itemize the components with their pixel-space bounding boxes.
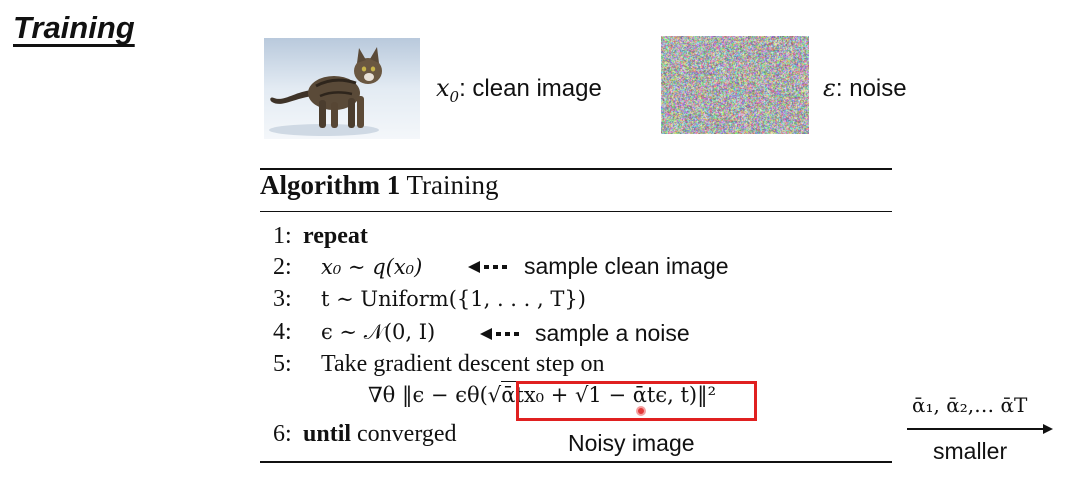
noise-image: [661, 36, 809, 134]
algorithm-line-3: 3: t ∼ Uniform({1, . . . , T}): [273, 286, 586, 312]
noisy-image-label: Noisy image: [568, 430, 695, 456]
noisy-image-highlight-box: [516, 381, 757, 421]
clean-image-caption: x0: clean image: [436, 74, 602, 106]
arrow-smaller: [907, 424, 1053, 434]
pointer-dot: [636, 406, 646, 416]
algorithm-title: Algorithm 1 Training: [260, 170, 499, 200]
annotation-sample-clean: sample clean image: [524, 253, 729, 279]
algorithm-line-2: 2: x₀ ∼ q(x₀): [273, 254, 423, 280]
page-title: Training: [13, 10, 135, 45]
algorithm-line-1: 1:repeat: [273, 223, 368, 249]
algorithm-top-rule: [260, 168, 892, 170]
noise-caption: ε: noise: [823, 74, 907, 102]
algorithm-line-4: 4: ϵ ∼ 𝒩(0, I): [273, 319, 436, 345]
alpha-sequence: ᾱ₁, ᾱ₂,… ᾱT: [912, 393, 1028, 417]
algorithm-line-5: 5: Take gradient descent step on: [273, 351, 605, 377]
smaller-label: smaller: [933, 438, 1008, 464]
cat-photo: [264, 38, 420, 139]
algorithm-bottom-rule: [260, 461, 892, 463]
algorithm-mid-rule: [260, 211, 892, 212]
annotation-sample-noise: sample a noise: [535, 320, 690, 346]
arrow-sample-noise: [480, 328, 519, 340]
arrow-sample-clean: [468, 261, 507, 273]
algorithm-line-6: 6:until converged: [273, 421, 457, 447]
